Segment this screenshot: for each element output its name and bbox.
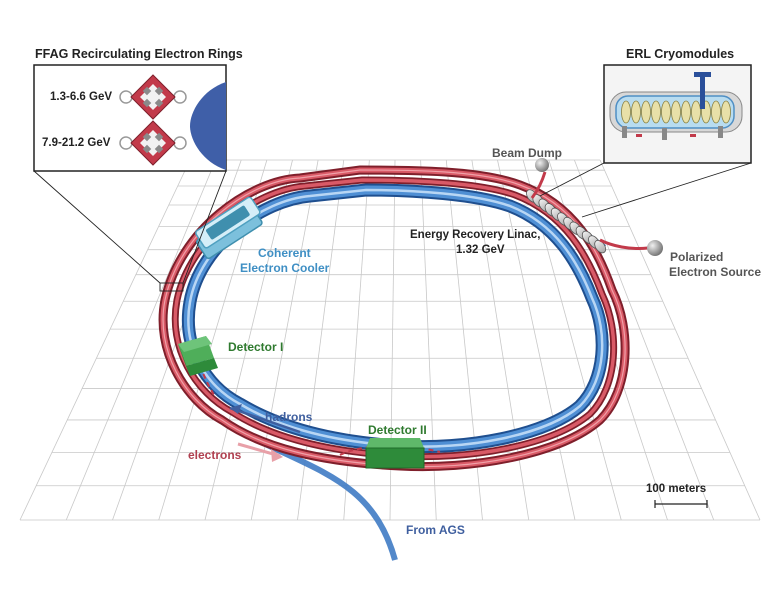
detector-2-block [365,438,425,469]
electron-cooler-block [195,196,263,260]
srf-cavity-cell [671,100,681,124]
srf-cavity-cell [711,100,721,124]
hadron-direction-arrow [229,406,301,434]
srf-cavity-cell [631,100,641,124]
srf-cavity-cell [681,100,691,124]
ffag-magnet-pole [142,132,152,142]
grid-line [574,159,715,521]
detector-2-label: Detector II [368,423,427,437]
ffag-magnet-pole [154,98,164,108]
beam-dump-label: Beam Dump [492,146,563,160]
detector-1-label: Detector I [228,340,284,354]
electron-arrow-head [271,449,283,462]
grid-line [599,159,761,521]
erl-cryomodules-title: ERL Cryomodules [626,47,735,61]
polarized-source-sphere [647,240,663,256]
beam-dump-sphere [535,158,549,172]
srf-cavity-cell [661,100,671,124]
erl-inset-connectors [539,162,752,218]
ffag-magnet-pole [154,144,164,154]
ffag-magnet-pole [142,86,152,96]
electron-path-dashed-2 [195,347,215,396]
polarized-label-line2: Electron Source [669,265,762,279]
ffag-magnet-cells [119,74,187,166]
erl-linac [526,189,607,254]
grid-line [19,159,191,521]
grid-line [497,159,576,521]
floor-grid [19,159,761,521]
grid-line [65,159,216,521]
ring1-energy-label: 1.3-6.6 GeV [50,91,113,103]
srf-cavity-cell [651,100,661,124]
ffag-magnet-pole [142,144,152,154]
erl-inset [603,64,752,164]
ffag-magnet-pole [142,98,152,108]
ffag-inset-connectors [33,170,227,292]
srf-cavity-cell [691,100,701,124]
scale-bar [654,500,708,508]
cryomodule-cell [594,239,607,254]
polarized-label-line1: Polarized [670,250,724,264]
ffag-magnet-pole [154,86,164,96]
ffag-end-loop [173,90,187,104]
erl-label-line1: Energy Recovery Linac, [410,229,541,241]
grid-line [204,159,293,521]
electrons-label: electrons [188,448,242,462]
srf-cavity-cell [721,100,731,124]
cooler-label-line1: Coherent [258,246,311,260]
ffag-title: FFAG Recirculating Electron Rings [35,47,243,61]
detector-1-block [178,336,218,376]
erl-label-line2: 1.32 GeV [456,244,505,256]
scale-label: 100 meters [646,483,707,495]
hadron-arrow-head [230,404,242,414]
electron-ring [158,165,630,472]
cooler-label-line2: Electron Cooler [240,261,330,275]
beam-dump-line [530,171,547,199]
polarized-source-line [599,238,649,250]
ring2-energy-label: 7.9-21.2 GeV [42,137,111,149]
from-ags-label: From AGS [406,523,465,537]
srf-cavity-cell [641,100,651,124]
ffag-inset [33,64,227,172]
hadrons-label: hadrons [265,410,313,424]
grid-line [297,159,345,521]
srf-cavity-cell [621,100,631,124]
grid-line [250,159,319,521]
ffag-end-loop [119,136,133,150]
ffag-magnet-pole [154,132,164,142]
ffag-end-loop [173,136,187,150]
hadron-ring [181,183,609,454]
ffag-end-loop [119,90,133,104]
